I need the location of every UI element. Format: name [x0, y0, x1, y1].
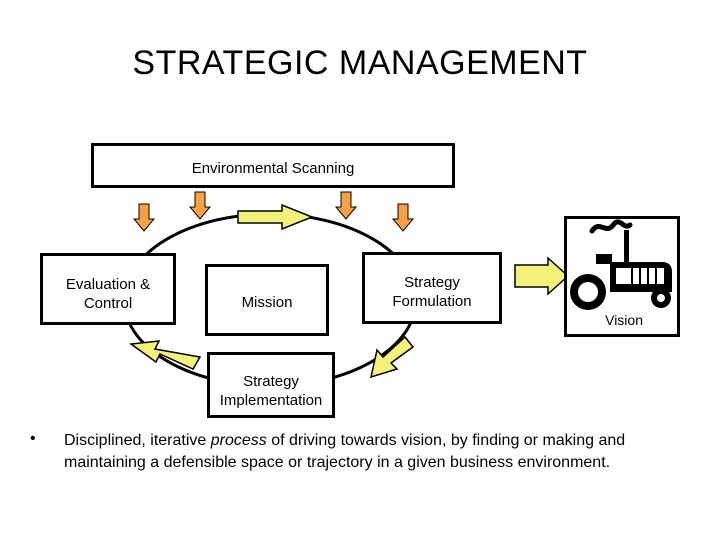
mission-box: Mission — [205, 264, 329, 336]
page-title: STRATEGIC MANAGEMENT — [132, 44, 588, 82]
down-arrow-1 — [132, 203, 156, 232]
description-text-after: of driving towards vision, by finding or… — [64, 432, 626, 471]
strategy-formulation-box: Strategy Formulation — [362, 252, 502, 324]
evaluation-control-box: Evaluation & Control — [40, 253, 176, 325]
cycle-arrow-top — [237, 203, 315, 231]
tractor-icon — [570, 219, 672, 310]
bullet-marker: • — [30, 430, 36, 447]
cycle-arrow-right — [369, 335, 415, 379]
description-text-before: Disciplined, iterative — [64, 432, 211, 449]
environmental-scanning-box: Environmental Scanning — [91, 143, 455, 188]
vision-arrow — [514, 256, 570, 296]
cycle-arrow-left — [128, 340, 202, 370]
down-arrow-3 — [334, 191, 358, 220]
down-arrow-2 — [188, 191, 212, 220]
strategy-implementation-box: Strategy Implementation — [207, 352, 335, 418]
description-text: Disciplined, iterative process of drivin… — [64, 430, 704, 474]
description-emphasis: process — [210, 432, 267, 449]
down-arrow-4 — [391, 203, 415, 232]
